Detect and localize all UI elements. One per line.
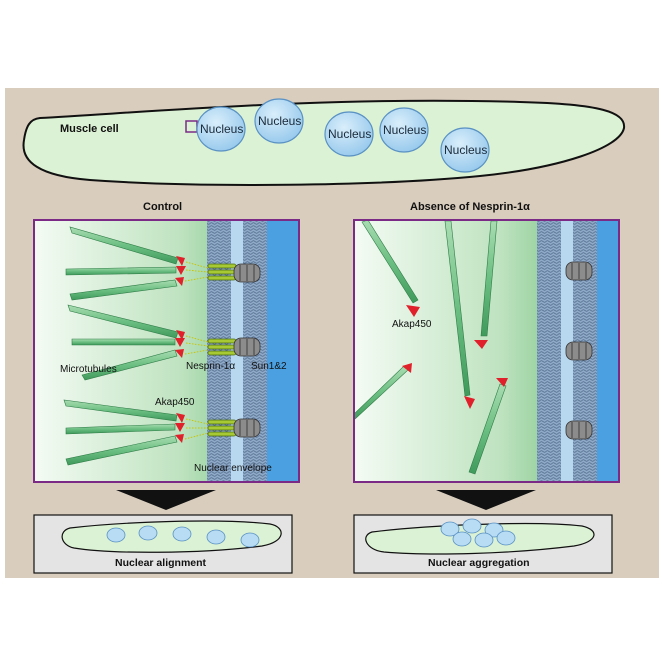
absence-title: Absence of Nesprin-1α — [410, 201, 530, 213]
nucleus-mini — [106, 527, 126, 543]
nucleus-mini — [172, 526, 192, 542]
nucleus: Nucleus — [379, 107, 429, 153]
nucleus-mini — [474, 532, 494, 548]
nucleus-label: Nucleus — [258, 114, 301, 128]
akap450-label: Akap450 — [392, 319, 432, 330]
down-arrow — [436, 490, 536, 510]
inner-membrane — [537, 220, 561, 482]
akap450-cluster — [175, 256, 186, 443]
microtubule — [65, 266, 177, 276]
microtubule — [71, 338, 176, 346]
nucleus: Nucleus — [254, 98, 304, 144]
nucleus-mini — [138, 525, 158, 541]
nucleus: Nucleus — [440, 127, 490, 173]
microtubule-bundle — [67, 304, 179, 381]
nucleus-mini — [206, 529, 226, 545]
microtubule — [65, 435, 178, 466]
nucleus-mini — [240, 532, 260, 548]
muscle-cell-label: Muscle cell — [60, 123, 119, 135]
absence-panel: Akap450 — [353, 219, 620, 483]
result-aggregation: Nuclear aggregation — [353, 514, 613, 574]
microtubule — [69, 226, 179, 265]
muscle-cell: Muscle cell Nucleus Nucleus Nucleus Nucl… — [22, 98, 626, 186]
microtubule — [468, 383, 507, 475]
nucleus-mini — [496, 530, 516, 546]
nuclear-envelope-label: Nuclear envelope — [194, 463, 272, 474]
nucleoplasm — [267, 220, 299, 482]
nucleoplasm — [597, 220, 619, 482]
nesprin-complex — [207, 263, 237, 437]
result-aggregation-label: Nuclear aggregation — [428, 557, 530, 569]
result-alignment: Nuclear alignment — [33, 514, 293, 574]
nucleus-mini — [452, 531, 472, 547]
down-arrow — [116, 490, 216, 510]
sun-stripes — [239, 265, 255, 436]
microtubule — [63, 399, 178, 422]
nucleus-label: Nucleus — [444, 143, 487, 157]
nucleus: Nucleus — [324, 111, 374, 157]
nucleus-mini — [484, 522, 504, 538]
nucleus-label: Nucleus — [383, 123, 426, 137]
linker-dots — [184, 261, 209, 440]
sun-label: Sun1&2 — [251, 361, 287, 372]
akap450-free — [402, 305, 508, 409]
nesprin-label: Nesprin-1α — [186, 361, 235, 372]
nucleus: Nucleus — [196, 106, 246, 152]
sun-stripes — [571, 263, 587, 438]
nucleus-mini — [440, 521, 460, 537]
control-title: Control — [143, 201, 182, 213]
microtubule-bundle — [63, 399, 178, 466]
akap450-label: Akap450 — [155, 397, 195, 408]
nucleus-mini — [462, 518, 482, 534]
microtubule — [65, 423, 176, 435]
control-panel: Microtubules Nesprin-1α Sun1&2 Akap450 N… — [33, 219, 300, 483]
microtubule — [69, 279, 178, 301]
microtubule — [81, 349, 178, 381]
result-alignment-label: Nuclear alignment — [115, 557, 207, 569]
nucleus-label: Nucleus — [328, 127, 371, 141]
microtubule-bundle — [65, 226, 179, 301]
microtubules-label: Microtubules — [60, 364, 117, 375]
nucleus-label: Nucleus — [200, 122, 243, 136]
